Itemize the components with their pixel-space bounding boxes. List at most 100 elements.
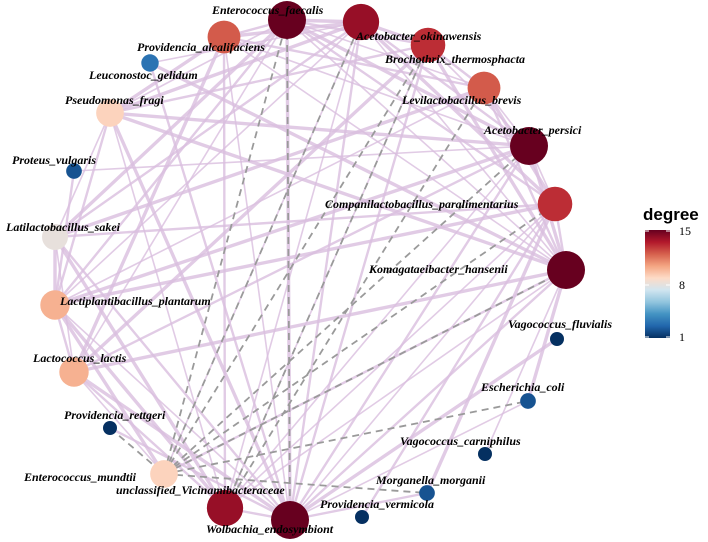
edge-negative — [224, 44, 429, 509]
edge-positive — [73, 268, 567, 374]
node-pseudomonas_fragi — [96, 99, 124, 127]
node-vicinamibacteraceae — [206, 489, 244, 527]
node-labels: Enterococcus_faecalisAcetobacter_okinawe… — [5, 3, 612, 536]
edge-positive — [482, 87, 568, 271]
node-proteus_vulgaris — [66, 163, 82, 179]
node-label-lactiplantibacillus: Lactiplantibacillus_plantarum — [59, 294, 211, 308]
nodes — [40, 1, 585, 539]
edge-positive — [148, 62, 292, 521]
edge-positive — [289, 400, 529, 521]
edge-positive — [53, 112, 112, 306]
node-enterococcus_mundtii — [150, 460, 178, 488]
node-label-vagococcus_carniphilus: Vagococcus_carniphilus — [400, 434, 521, 448]
node-wolbachia — [271, 501, 309, 539]
edge-positive — [289, 203, 556, 521]
edge-positive — [54, 21, 362, 238]
edge-positive — [54, 304, 291, 521]
edge-positive — [109, 111, 530, 148]
legend: degree 15 8 1 — [643, 205, 699, 344]
node-label-providencia_rettgeri: Providencia_rettgeri — [64, 408, 166, 422]
node-brochothrix — [410, 27, 446, 63]
node-label-komagataeibacter: Komagataeibacter_hansenii — [368, 262, 508, 276]
edge-positive — [109, 111, 567, 272]
edge-positive — [223, 35, 485, 90]
node-label-enterococcus_faecalis: Enterococcus_faecalis — [211, 3, 324, 17]
legend-title: degree — [643, 205, 699, 224]
edge-positive — [224, 269, 567, 509]
edge-positive — [73, 370, 291, 522]
node-lactiplantibacillus — [40, 290, 70, 320]
edge-negative — [163, 473, 428, 494]
edge-positive — [53, 236, 227, 509]
node-label-escherichia_coli: Escherichia_coli — [480, 380, 565, 394]
node-label-latilactobacillus_sakei: Latilactobacillus_sakei — [5, 220, 121, 234]
edge-positive — [109, 19, 288, 114]
node-latilactobacillus_sakei — [42, 224, 68, 250]
edge-positive — [286, 18, 530, 148]
node-morganella_morganii — [419, 485, 435, 501]
edge-positive — [223, 36, 291, 521]
node-label-companilactobacillus: Companilactobacillus_paralimentarius — [325, 197, 519, 211]
node-label-providencia_alcalifaciens: Providencia_alcalifaciens — [137, 40, 265, 54]
edge-positive — [285, 19, 292, 521]
edge-positive — [54, 236, 291, 521]
edge-positive — [109, 20, 362, 115]
edge-positive — [73, 371, 165, 475]
edge-positive — [73, 19, 288, 373]
edge-positive — [72, 36, 226, 373]
node-enterococcus_faecalis — [268, 1, 306, 39]
edge-positive — [149, 61, 567, 272]
edge-positive — [109, 426, 291, 522]
node-label-brochothrix: Brochothrix_thermosphacta — [384, 52, 525, 66]
negative-edges — [109, 19, 567, 521]
edge-negative — [224, 87, 485, 509]
node-leuconostoc_gelidum — [141, 54, 159, 72]
node-label-enterococcus_mundtii: Enterococcus_mundtii — [23, 470, 137, 484]
node-label-proteus_vulgaris: Proteus_vulgaris — [12, 153, 96, 167]
edge-positive — [73, 144, 530, 374]
node-komagataeibacter — [547, 251, 585, 289]
edge-negative — [163, 44, 429, 475]
node-providencia_alcalifaciens — [207, 20, 241, 54]
node-vagococcus_fluvialis — [550, 332, 564, 346]
legend-tick-mid: 8 — [679, 278, 685, 292]
edge-positive — [222, 36, 227, 509]
node-label-lactococcus_lactis: Lactococcus_lactis — [32, 351, 127, 365]
edge-positive — [72, 43, 430, 374]
legend-tick-min: 1 — [679, 330, 685, 344]
node-acetobacter_persici — [510, 127, 548, 165]
node-escherichia_coli — [520, 393, 536, 409]
edge-negative — [163, 269, 567, 475]
legend-colorbar — [645, 230, 670, 338]
edge-negative — [163, 400, 529, 475]
edge-positive — [53, 303, 227, 510]
node-acetobacter_okinawensis — [342, 3, 380, 41]
node-providencia_rettgeri — [103, 421, 117, 435]
node-lactococcus_lactis — [59, 357, 89, 387]
edge-positive — [360, 21, 567, 271]
node-label-acetobacter_persici: Acetobacter_persici — [483, 123, 582, 137]
node-label-leuconostoc_gelidum: Leuconostoc_gelidum — [88, 68, 198, 82]
edge-positive — [54, 87, 485, 306]
legend-tick-max: 15 — [679, 224, 691, 238]
node-companilactobacillus — [537, 186, 573, 222]
edge-negative — [163, 21, 362, 475]
node-label-vagococcus_fluvialis: Vagococcus_fluvialis — [508, 317, 612, 331]
node-levilactobacillus_brevis — [467, 71, 501, 105]
node-providencia_vermicola — [355, 510, 369, 524]
node-label-levilactobacillus_brevis: Levilactobacillus_brevis — [401, 93, 522, 107]
node-label-morganella_morganii: Morganella_morganii — [375, 473, 486, 487]
edge-positive — [54, 144, 530, 307]
edge-positive — [109, 35, 225, 115]
edge-positive — [224, 203, 556, 509]
node-label-providencia_vermicola: Providencia_vermicola — [320, 497, 434, 511]
edge-positive — [54, 202, 556, 307]
edge-positive — [360, 203, 557, 518]
edge-positive — [109, 112, 226, 509]
edge-positive — [73, 371, 226, 509]
node-label-pseudomonas_fragi: Pseudomonas_fragi — [65, 93, 164, 107]
edge-positive — [288, 21, 363, 521]
node-vagococcus_carniphilus — [478, 447, 492, 461]
edge-positive — [54, 86, 485, 239]
